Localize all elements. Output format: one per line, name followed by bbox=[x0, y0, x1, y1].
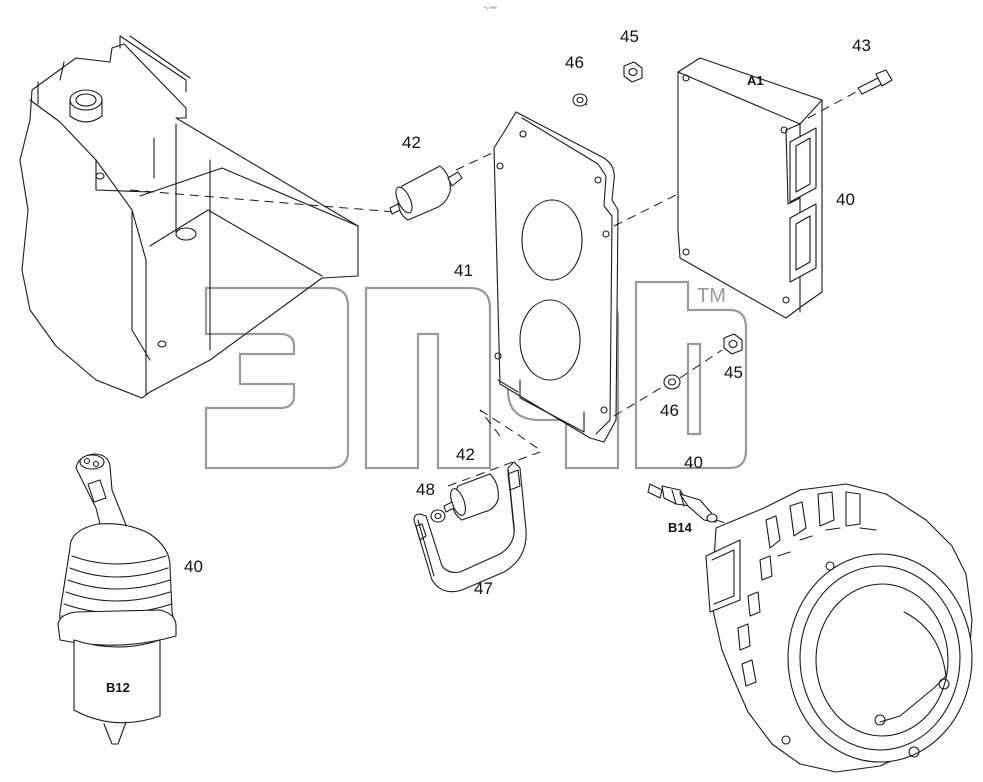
ecu-tag: A1 bbox=[747, 73, 764, 88]
watermark: TM bbox=[204, 280, 748, 470]
callout-sensor: 40 bbox=[684, 453, 703, 472]
callout-filter-bottom: 42 bbox=[456, 445, 475, 464]
washer-small bbox=[430, 509, 446, 523]
screw bbox=[857, 69, 893, 95]
washer-top bbox=[572, 93, 588, 107]
inline-filter-bottom bbox=[443, 473, 499, 521]
nut-mid bbox=[723, 333, 743, 355]
ecu-module: A1 bbox=[677, 57, 823, 319]
joystick: B12 bbox=[57, 453, 177, 745]
callout-plate: 41 bbox=[454, 261, 473, 280]
joystick-tag: B12 bbox=[106, 680, 130, 695]
callout-filter-top: 42 bbox=[402, 133, 421, 152]
callout-nut-top: 45 bbox=[620, 27, 639, 46]
washer-mid bbox=[663, 374, 681, 390]
leader-tank-filter bbox=[129, 189, 395, 213]
clamp bbox=[413, 461, 527, 593]
inline-filter-top bbox=[389, 165, 463, 221]
callout-clamp: 47 bbox=[474, 579, 493, 598]
callout-washer-mid: 46 bbox=[660, 401, 679, 420]
nut-top bbox=[623, 61, 643, 83]
callout-screw: 43 bbox=[852, 36, 871, 55]
travel-motor bbox=[705, 483, 973, 773]
mounting-plate bbox=[493, 111, 619, 443]
hydraulic-tank bbox=[19, 35, 359, 399]
callout-nut-mid: 45 bbox=[724, 363, 743, 382]
callout-washer-small: 48 bbox=[416, 480, 435, 499]
watermark-tm: TM bbox=[697, 285, 726, 307]
header-mark: ⁹ₒ ∞∞ bbox=[484, 5, 497, 11]
callout-ecu: 40 bbox=[836, 190, 855, 209]
sensor-tag: B14 bbox=[668, 520, 693, 535]
speed-sensor: B14 bbox=[647, 483, 718, 535]
callout-joystick: 40 bbox=[184, 557, 203, 576]
callout-washer-top: 46 bbox=[565, 53, 584, 72]
